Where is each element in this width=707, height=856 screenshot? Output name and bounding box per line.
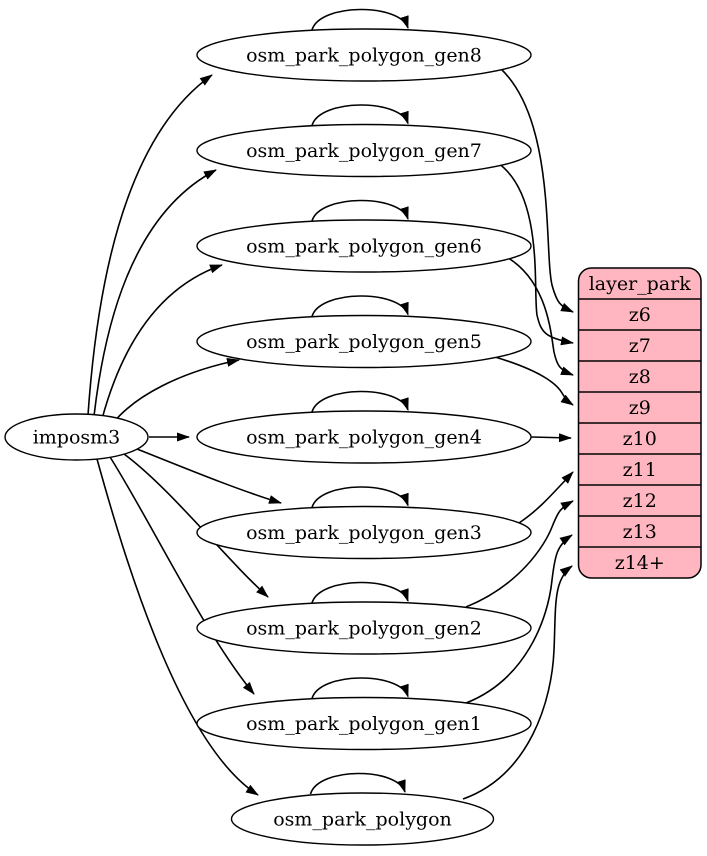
gen2-label: osm_park_polygon_gen2	[246, 618, 482, 640]
self-loop-gen7	[311, 104, 409, 126]
self-loop-gen8	[311, 8, 409, 31]
node-osm-park-polygon-gen5: osm_park_polygon_gen5	[196, 314, 532, 369]
layer-park-row-z9: z9	[629, 397, 651, 419]
edge-imposm3-to-gen1	[109, 456, 255, 695]
layer-park-row-z12: z12	[623, 490, 657, 512]
node-osm-park-polygon-gen4: osm_park_polygon_gen4	[196, 410, 532, 464]
edge-imposm3-to-gen7	[93, 169, 217, 417]
gen4-ellipse	[196, 410, 532, 464]
self-loop-gen4	[311, 390, 409, 413]
node-osm-park-polygon-gen8: osm_park_polygon_gen8	[196, 28, 532, 82]
layer-park-row-z14: z14+	[615, 552, 665, 574]
node-imposm3: imposm3	[4, 413, 149, 461]
edge-imposm3-to-gen3	[136, 448, 282, 504]
edge-gen2-to-z12	[465, 500, 574, 608]
polygon-label: osm_park_polygon	[273, 809, 452, 831]
polygon-ellipse	[230, 792, 495, 846]
self-loop-gen2	[311, 581, 409, 604]
gen8-ellipse	[196, 28, 532, 82]
layer-park-row-z11: z11	[623, 459, 657, 481]
node-layer-park: layer_park z6 z7 z8 z9 z10 z11 z12 z13 z…	[577, 267, 702, 579]
self-loop-gen6	[311, 199, 409, 222]
edge-gen4-to-z10	[530, 433, 572, 443]
layer-park-title: layer_park	[589, 273, 692, 295]
layer-park-row-z10: z10	[623, 428, 657, 450]
node-osm-park-polygon-gen2: osm_park_polygon_gen2	[196, 601, 532, 655]
self-loop-gen5	[311, 295, 409, 317]
edge-gen3-to-z11	[518, 471, 574, 524]
edge-imposm3-to-gen8	[87, 74, 213, 416]
layer-park-row-z8: z8	[629, 366, 651, 388]
layer-park-row-z13: z13	[623, 521, 657, 543]
gen3-ellipse	[196, 505, 532, 560]
edge-imposm3-to-gen5	[112, 357, 240, 424]
self-loop-gen3	[311, 486, 409, 508]
edge-gen6-to-z8	[504, 255, 574, 376]
edge-imposm3-to-gen6	[101, 264, 223, 420]
layer-park-row-z7: z7	[629, 335, 651, 357]
imposm3-label: imposm3	[33, 427, 121, 449]
gen1-label: osm_park_polygon_gen1	[246, 713, 482, 735]
imposm3-ellipse	[4, 413, 149, 461]
gen8-label: osm_park_polygon_gen8	[246, 45, 482, 67]
gen4-label: osm_park_polygon_gen4	[246, 427, 482, 449]
node-osm-park-polygon-gen6: osm_park_polygon_gen6	[196, 219, 532, 273]
gen1-ellipse	[196, 696, 532, 751]
gen2-ellipse	[196, 601, 532, 655]
edge-gen1-to-z13	[465, 534, 573, 704]
edge-gen7-to-z7	[497, 162, 574, 346]
edge-imposm3-to-gen2	[123, 453, 269, 598]
edge-gen5-to-z9	[494, 356, 574, 406]
gen3-label: osm_park_polygon_gen3	[246, 522, 482, 544]
gen5-label: osm_park_polygon_gen5	[246, 331, 482, 353]
layer-park-row-z6: z6	[629, 304, 651, 326]
edge-gen8-to-z6	[499, 67, 574, 313]
node-osm-park-polygon-gen7: osm_park_polygon_gen7	[196, 123, 532, 178]
gen6-ellipse	[196, 219, 532, 273]
node-osm-park-polygon-gen1: osm_park_polygon_gen1	[196, 696, 532, 751]
edge-polygon-to-z14	[462, 565, 573, 800]
gen6-label: osm_park_polygon_gen6	[246, 236, 482, 258]
gen7-ellipse	[196, 123, 532, 178]
self-loop-polygon	[309, 772, 406, 795]
self-loop-gen1	[311, 677, 409, 699]
edges-layer	[87, 8, 574, 800]
edge-imposm3-to-polygon	[96, 458, 259, 796]
node-osm-park-polygon-gen3: osm_park_polygon_gen3	[196, 505, 532, 560]
node-osm-park-polygon: osm_park_polygon	[230, 792, 495, 846]
gen7-label: osm_park_polygon_gen7	[246, 140, 482, 162]
gen5-ellipse	[196, 314, 532, 369]
